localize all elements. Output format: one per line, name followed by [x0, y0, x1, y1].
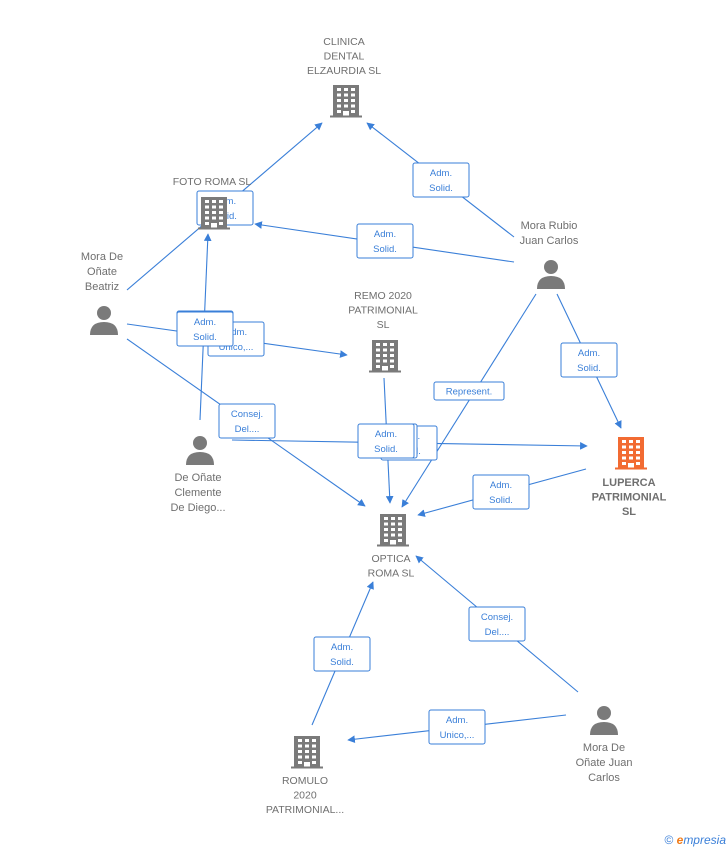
node-luperca[interactable]: LUPERCA PATRIMONIAL SL	[592, 437, 667, 518]
relation-box[interactable]	[472, 474, 530, 510]
relation-label: Solid.	[373, 244, 397, 255]
node-label: Juan Carlos	[520, 235, 579, 247]
person-icon	[90, 306, 118, 335]
relation-label: Represent.	[446, 387, 492, 398]
node-label: Carlos	[588, 772, 620, 784]
building-icon	[377, 514, 409, 547]
person-icon	[537, 260, 565, 289]
node-label: Mora Rubio	[521, 220, 578, 232]
relation-label: Adm.	[375, 429, 397, 440]
node-label: ELZAURDIA SL	[307, 65, 381, 77]
node-label: PATRIMONIAL	[348, 305, 418, 317]
relation-label: Adm.	[194, 317, 216, 328]
relation-label: Solid.	[577, 363, 601, 374]
node-clinica[interactable]: CLINICA DENTAL ELZAURDIA SL	[307, 36, 381, 118]
node-label: De Diego...	[170, 502, 225, 514]
relation-luperca-to-optica[interactable]: Adm. Solid.	[472, 474, 530, 510]
node-label: Mora De	[583, 742, 625, 754]
relation-label: Adm.	[490, 480, 512, 491]
relation-box[interactable]	[357, 423, 415, 459]
person-icon	[186, 436, 214, 465]
relation-label: Del....	[235, 424, 260, 435]
node-label: FOTO ROMA SL	[173, 176, 252, 188]
relation-box[interactable]	[468, 606, 526, 642]
relation-overlap-1[interactable]: Adm. Solid.	[357, 423, 415, 459]
node-romulo[interactable]: ROMULO 2020PATRIMONIAL...	[266, 736, 344, 816]
building-icon	[369, 340, 401, 373]
node-label: Mora De	[81, 251, 123, 263]
relation-box[interactable]	[218, 403, 276, 439]
person-icon	[590, 706, 618, 735]
node-label: LUPERCA	[602, 477, 655, 489]
relation-overlap-0[interactable]: Adm. Solid.	[176, 311, 234, 347]
relation-label: Unico,...	[219, 342, 254, 353]
building-icon	[291, 736, 323, 769]
relation-juancarlosrubio-to-luperca[interactable]: Adm. Solid.	[560, 342, 618, 378]
node-label: OPTICA	[371, 553, 410, 565]
relation-label: Adm.	[446, 715, 468, 726]
relation-label: Adm.	[331, 642, 353, 653]
building-icon	[615, 437, 647, 470]
relation-juancarlosrubio-to-fotoroma[interactable]: Adm. Solid.	[356, 223, 414, 259]
building-icon	[198, 197, 230, 230]
relation-label: Solid.	[193, 332, 217, 343]
node-label: Oñate	[87, 266, 117, 278]
relation-romulo-to-optica[interactable]: Adm. Solid.	[313, 636, 371, 672]
node-label: Beatriz	[85, 281, 119, 293]
relation-label: Unico,...	[440, 730, 475, 741]
node-label: SL	[622, 506, 636, 518]
relation-box[interactable]	[433, 381, 505, 401]
node-label: CLINICA	[323, 36, 364, 48]
node-label: REMO 2020	[354, 290, 412, 302]
node-label: SL	[377, 319, 390, 331]
footer-brand: © empresia	[664, 833, 726, 847]
relation-beatriz-to-optica[interactable]: Consej. Del....	[218, 403, 276, 439]
relation-box[interactable]	[313, 636, 371, 672]
relation-box[interactable]	[412, 162, 470, 198]
relation-label: Adm.	[374, 229, 396, 240]
node-label: DENTAL	[324, 51, 365, 63]
node-fotoroma[interactable]: FOTO ROMA SL	[173, 176, 252, 230]
relation-box[interactable]	[176, 311, 234, 347]
node-optica[interactable]: OPTICA ROMA SL	[368, 514, 415, 580]
relation-label: Solid.	[489, 495, 513, 506]
node-label: ROMA SL	[368, 568, 415, 580]
relation-juancarlosonate-to-optica[interactable]: Consej. Del....	[468, 606, 526, 642]
empresia-logo: empresia	[676, 833, 726, 847]
node-label: ROMULO	[282, 775, 328, 787]
node-label: PATRIMONIAL...	[266, 804, 344, 816]
relation-label: Solid.	[429, 183, 453, 194]
relation-label: Adm.	[430, 168, 452, 179]
relation-juancarlosrubio-to-clinica[interactable]: Adm. Solid.	[412, 162, 470, 198]
copyright-symbol: ©	[664, 833, 674, 847]
relation-label: Adm.	[225, 327, 247, 338]
relation-box[interactable]	[560, 342, 618, 378]
relation-label: Consej.	[481, 612, 513, 623]
relation-label: Adm.	[578, 348, 600, 359]
relation-box[interactable]	[356, 223, 414, 259]
relation-label: Del....	[485, 627, 510, 638]
relation-label: Solid.	[330, 657, 354, 668]
relation-juancarlosonate-to-romulo[interactable]: Adm. Unico,...	[428, 709, 486, 745]
relation-label: Consej.	[231, 409, 263, 420]
node-label: Oñate Juan	[576, 757, 633, 769]
relation-label: Solid.	[374, 444, 398, 455]
node-label: Clemente	[174, 487, 221, 499]
node-label: 2020	[293, 790, 317, 802]
relation-juancarlosrubio-to-optica[interactable]: Represent.	[433, 381, 505, 401]
relation-box[interactable]	[428, 709, 486, 745]
node-label: De Oñate	[174, 472, 221, 484]
building-icon	[330, 85, 362, 118]
node-label: PATRIMONIAL	[592, 492, 667, 504]
